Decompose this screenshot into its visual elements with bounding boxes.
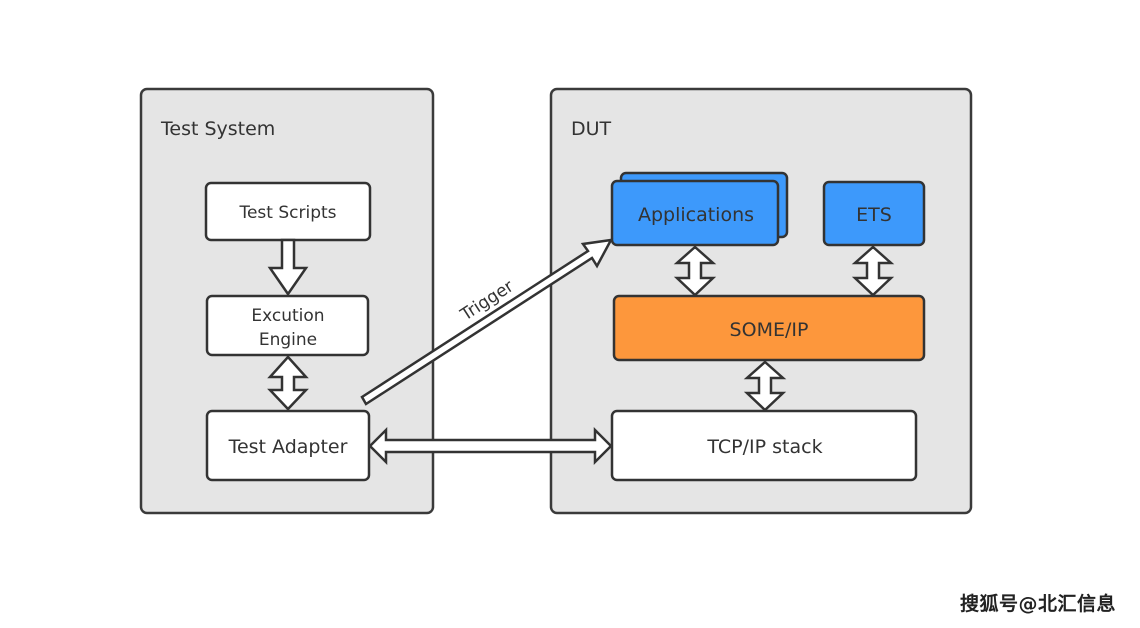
node-label-ets: ETS	[856, 204, 892, 226]
node-label-execution-engine-line2: Engine	[259, 330, 317, 350]
node-execution-engine[interactable]: Excution Engine	[205, 294, 370, 357]
arrow-applications-someip	[673, 245, 717, 297]
arrow-trigger	[360, 238, 614, 406]
node-label-someip: SOME/IP	[730, 319, 809, 341]
node-label-test-scripts: Test Scripts	[238, 203, 336, 223]
panel-title-test-system: Test System	[160, 118, 275, 140]
node-label-tcpip-stack: TCP/IP stack	[706, 436, 822, 458]
watermark: 搜狐号@北汇信息	[959, 593, 1116, 615]
arrow-someip-tcpip	[743, 360, 787, 412]
node-test-adapter[interactable]: Test Adapter	[205, 409, 371, 482]
arrow-scripts-to-engine	[267, 238, 309, 297]
node-label-execution-engine-line1: Excution	[251, 306, 324, 326]
node-label-test-adapter: Test Adapter	[228, 436, 348, 458]
arrow-adapter-tcpip	[368, 426, 613, 466]
node-tcpip-stack[interactable]: TCP/IP stack	[610, 409, 918, 482]
node-ets[interactable]: ETS	[822, 180, 926, 247]
node-test-scripts[interactable]: Test Scripts	[204, 181, 372, 242]
node-label-applications: Applications	[638, 204, 754, 226]
arrow-ets-someip	[851, 245, 895, 297]
arrow-engine-adapter	[267, 355, 309, 411]
panel-title-dut: DUT	[571, 118, 612, 140]
node-someip[interactable]: SOME/IP	[612, 294, 926, 362]
node-applications[interactable]: Applications	[610, 171, 789, 247]
